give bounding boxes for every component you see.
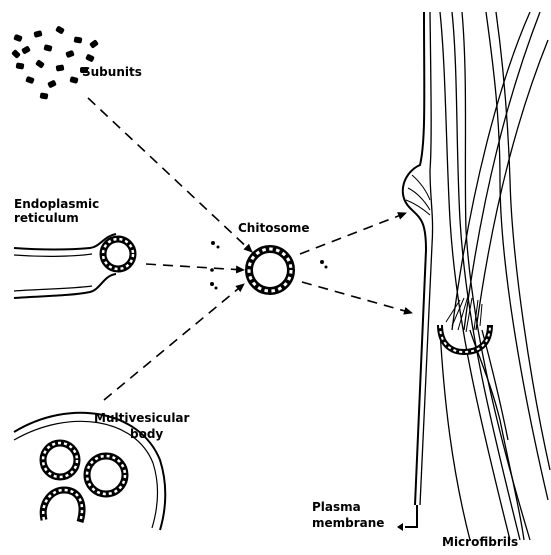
subunit-particle — [85, 54, 95, 63]
label-er-line2: reticulum — [14, 211, 79, 225]
subunit-particle — [33, 30, 42, 38]
subunit-particle — [13, 34, 23, 42]
subunit-particle — [56, 64, 65, 71]
subunit-particle — [69, 76, 78, 84]
label-mvb-line1: Multivesicular — [94, 411, 190, 425]
subunit-particle — [16, 62, 25, 69]
er-bud-vesicle — [103, 239, 133, 269]
subunit-particle — [74, 36, 83, 43]
pathway-arrows — [88, 98, 412, 400]
label-subunits: Subunits — [82, 65, 142, 79]
subunit-particle — [43, 44, 52, 52]
subunit-particle — [47, 80, 57, 89]
plasma-membrane — [397, 12, 433, 531]
label-mvb-line2: body — [130, 427, 163, 441]
subunit-particle — [65, 50, 75, 58]
chitosome-vesicle — [249, 249, 291, 291]
label-pm-line2: membrane — [312, 516, 384, 530]
subunit-particle — [55, 25, 65, 34]
subunit-particle — [89, 39, 99, 49]
label-er-line1: Endoplasmic — [14, 197, 99, 211]
microfibrils — [440, 12, 550, 540]
subunit-particle — [35, 59, 45, 69]
subunit-particle — [25, 76, 35, 84]
subunits-cluster — [11, 25, 99, 99]
label-microfibrils: Microfibrils — [442, 535, 518, 549]
label-chitosome: Chitosome — [238, 221, 309, 235]
endoplasmic-reticulum — [14, 234, 116, 298]
label-pm-line1: Plasma — [312, 500, 361, 514]
subunit-particle — [40, 92, 49, 99]
subunit-particle — [11, 49, 21, 59]
subunit-particle — [21, 45, 31, 54]
